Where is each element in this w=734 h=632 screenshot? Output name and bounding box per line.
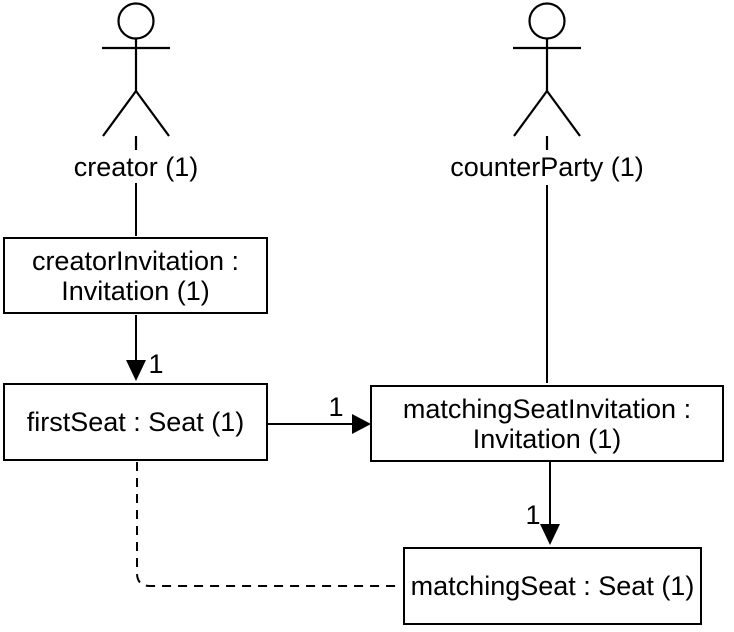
edge-multiplicity-label: 1 <box>328 392 344 422</box>
actor-leg-left <box>513 90 548 137</box>
node-label: creatorInvitation : Invitation (1) <box>31 245 240 306</box>
edge-multiplicity-label: 1 <box>525 500 541 530</box>
edge-multiplicity-label: 1 <box>148 349 164 379</box>
actor-leg-left <box>102 90 137 137</box>
arrowhead-down-icon <box>540 524 560 545</box>
edge-firstseat-to-matchingseat-dashed <box>136 462 401 587</box>
actor-head <box>117 2 155 40</box>
arrowhead-right-icon <box>352 414 371 434</box>
edge-creatorinvitation-to-firstseat <box>126 315 146 381</box>
node-creatorinvitation: creatorInvitation : Invitation (1) <box>3 237 268 314</box>
node-label: firstSeat : Seat (1) <box>26 407 245 437</box>
actor-leg-right <box>546 90 581 137</box>
node-matchingseatinvitation: matchingSeatInvitation : Invitation (1) <box>370 385 724 462</box>
actor-label-counterparty: counterParty (1) <box>450 152 644 182</box>
actor-leg-right <box>135 90 170 137</box>
arrowhead-down-icon <box>126 360 146 381</box>
edge-matchingseatinvitation-to-matchingseat <box>540 462 560 545</box>
node-matchingseat: matchingSeat : Seat (1) <box>403 547 702 625</box>
actor-icon <box>102 2 170 150</box>
actor-head <box>528 2 566 40</box>
actor-label-creator: creator (1) <box>73 152 199 182</box>
node-firstseat: firstSeat : Seat (1) <box>3 383 268 461</box>
actor-icon <box>513 2 581 150</box>
node-label: matchingSeat : Seat (1) <box>410 571 695 601</box>
edge-firstseat-to-matchingseatinvitation <box>268 414 371 434</box>
node-label: matchingSeatInvitation : Invitation (1) <box>402 393 692 454</box>
